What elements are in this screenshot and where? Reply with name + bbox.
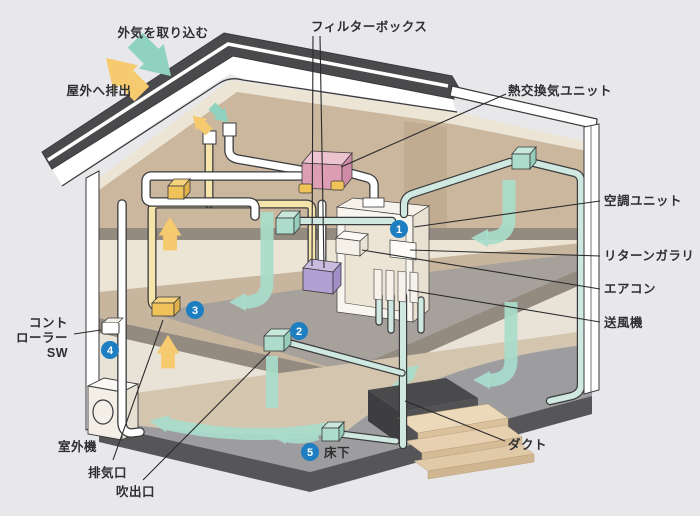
entrance-steps: [397, 403, 535, 480]
intake-vent: [222, 122, 237, 137]
underfloor-flow-up-head: [404, 365, 419, 381]
leader-ac-unit: [413, 200, 601, 228]
air-conditioner-box: [335, 230, 369, 257]
supply-flow-1f-sweep: [164, 418, 332, 441]
supply-flow-2f-right: [484, 180, 516, 245]
exhaust-arrow-1f: [156, 335, 180, 369]
supply-flow-2f-right-head: [471, 229, 488, 247]
roof: [41, 32, 598, 187]
attic-teal-box: [275, 209, 301, 236]
leader-filter-2: [319, 35, 325, 269]
leader-filter-1: [311, 35, 314, 267]
labels: 外気を取り込む 屋外へ排出 フィルターボックス 熱交換気ユニット 空調ユニット …: [16, 19, 694, 499]
label-heat-exchanger: 熱交換気ユニット: [508, 83, 612, 98]
label-controller-2: ローラー: [16, 331, 68, 345]
outdoor-unit-fan: [92, 399, 114, 425]
marker-2: 2: [296, 326, 302, 338]
supply-flow-2f-center-head: [229, 293, 246, 311]
marker-2-circle: [290, 322, 308, 340]
marker-5: 5: [307, 447, 313, 459]
leader-outlet: [142, 351, 271, 481]
label-intake: 外気を取り込む: [116, 25, 208, 40]
supply-downpipe: [342, 168, 378, 203]
underfloor-box: [321, 420, 345, 443]
underfloor-flow-left: [284, 432, 320, 444]
leader-exhaust-port: [112, 319, 164, 461]
ceiling-teal-box: [511, 145, 537, 171]
leader-controller: [73, 329, 102, 335]
fresh-air-intake-pipe: [225, 131, 304, 174]
marker-4-circle: [101, 341, 119, 359]
label-ac-unit: 空調ユニット: [604, 193, 682, 208]
foundation: [99, 396, 592, 492]
label-filter-box: フィルターボックス: [311, 19, 427, 34]
leader-blower: [407, 289, 601, 323]
label-exhaust-port: 排気口: [88, 465, 127, 480]
leader-duct: [404, 400, 506, 442]
label-outlet: 吹出口: [116, 484, 155, 499]
marker-3-circle: [186, 301, 204, 319]
label-underfloor: 床下: [324, 445, 350, 460]
label-return-grille: リターンガラリ: [604, 248, 694, 263]
filter-box-unit: [302, 258, 342, 296]
first-floor-slab: [99, 330, 592, 435]
blower-slats: [373, 268, 419, 304]
attic-yellow-box: [167, 177, 191, 201]
intake-big-arrow: [127, 32, 172, 77]
teal-duct-to-cube: [401, 159, 513, 217]
markers: 1 2 3 4 5: [101, 220, 408, 461]
roof-ridge-highlight: [47, 42, 449, 162]
outside-arrows: [105, 32, 172, 102]
underfloor-area: [99, 344, 592, 472]
roof-vents: [192, 102, 237, 145]
marker-1: 1: [396, 224, 402, 236]
fresh-air-loop-pipe: [142, 172, 304, 220]
intake-small-arrow: [208, 102, 229, 123]
outlet-branch-pipe: [287, 340, 405, 376]
exhaust-arrow-2f: [158, 217, 182, 251]
exhaust-port-box: [151, 296, 181, 317]
label-controller-3: SW: [47, 346, 68, 360]
airflow-arrows: [149, 180, 518, 444]
exhaust-arrows: [156, 217, 182, 369]
supply-flow-2f-center: [242, 212, 274, 309]
label-controller-1: コント: [29, 316, 68, 330]
leader-heat-exchanger: [340, 93, 507, 168]
controller-sw: [101, 317, 124, 335]
marker-3: 3: [192, 305, 198, 317]
leader-return-grille: [409, 249, 601, 257]
leader-air-conditioner: [361, 249, 601, 290]
label-air-conditioner: エアコン: [604, 282, 656, 296]
marker-4: 4: [107, 345, 114, 357]
marker-5-circle: [301, 443, 319, 461]
duct-chase-column: [404, 121, 447, 228]
label-blower: 送風機: [603, 315, 643, 330]
teal-wall-downpipe: [527, 159, 584, 404]
marker-1-circle: [390, 220, 408, 238]
ac-unit: [335, 197, 431, 323]
exhaust-big-arrow: [105, 57, 150, 102]
underfloor-flow-left-head: [272, 431, 288, 444]
outlet-box: [263, 328, 292, 352]
blower-unit: [286, 268, 425, 450]
leader-lines: [73, 35, 601, 481]
heat-exchange-unit: [298, 150, 353, 194]
underfloor-pipe: [337, 431, 399, 444]
supply-flow-1f-right-head: [473, 371, 490, 389]
supply-flow-1f-sweep-head: [149, 415, 170, 432]
label-duct: ダクト: [508, 437, 547, 452]
label-exhaust-out: 屋外へ排出: [66, 83, 131, 98]
right-wall: [583, 123, 600, 395]
exhaust-small-arrow: [192, 115, 213, 136]
label-outdoor-unit: 室外機: [58, 439, 97, 454]
ceiling-flange: [362, 197, 385, 208]
return-grille: [389, 239, 417, 261]
supply-flow-1f-right: [486, 302, 518, 387]
